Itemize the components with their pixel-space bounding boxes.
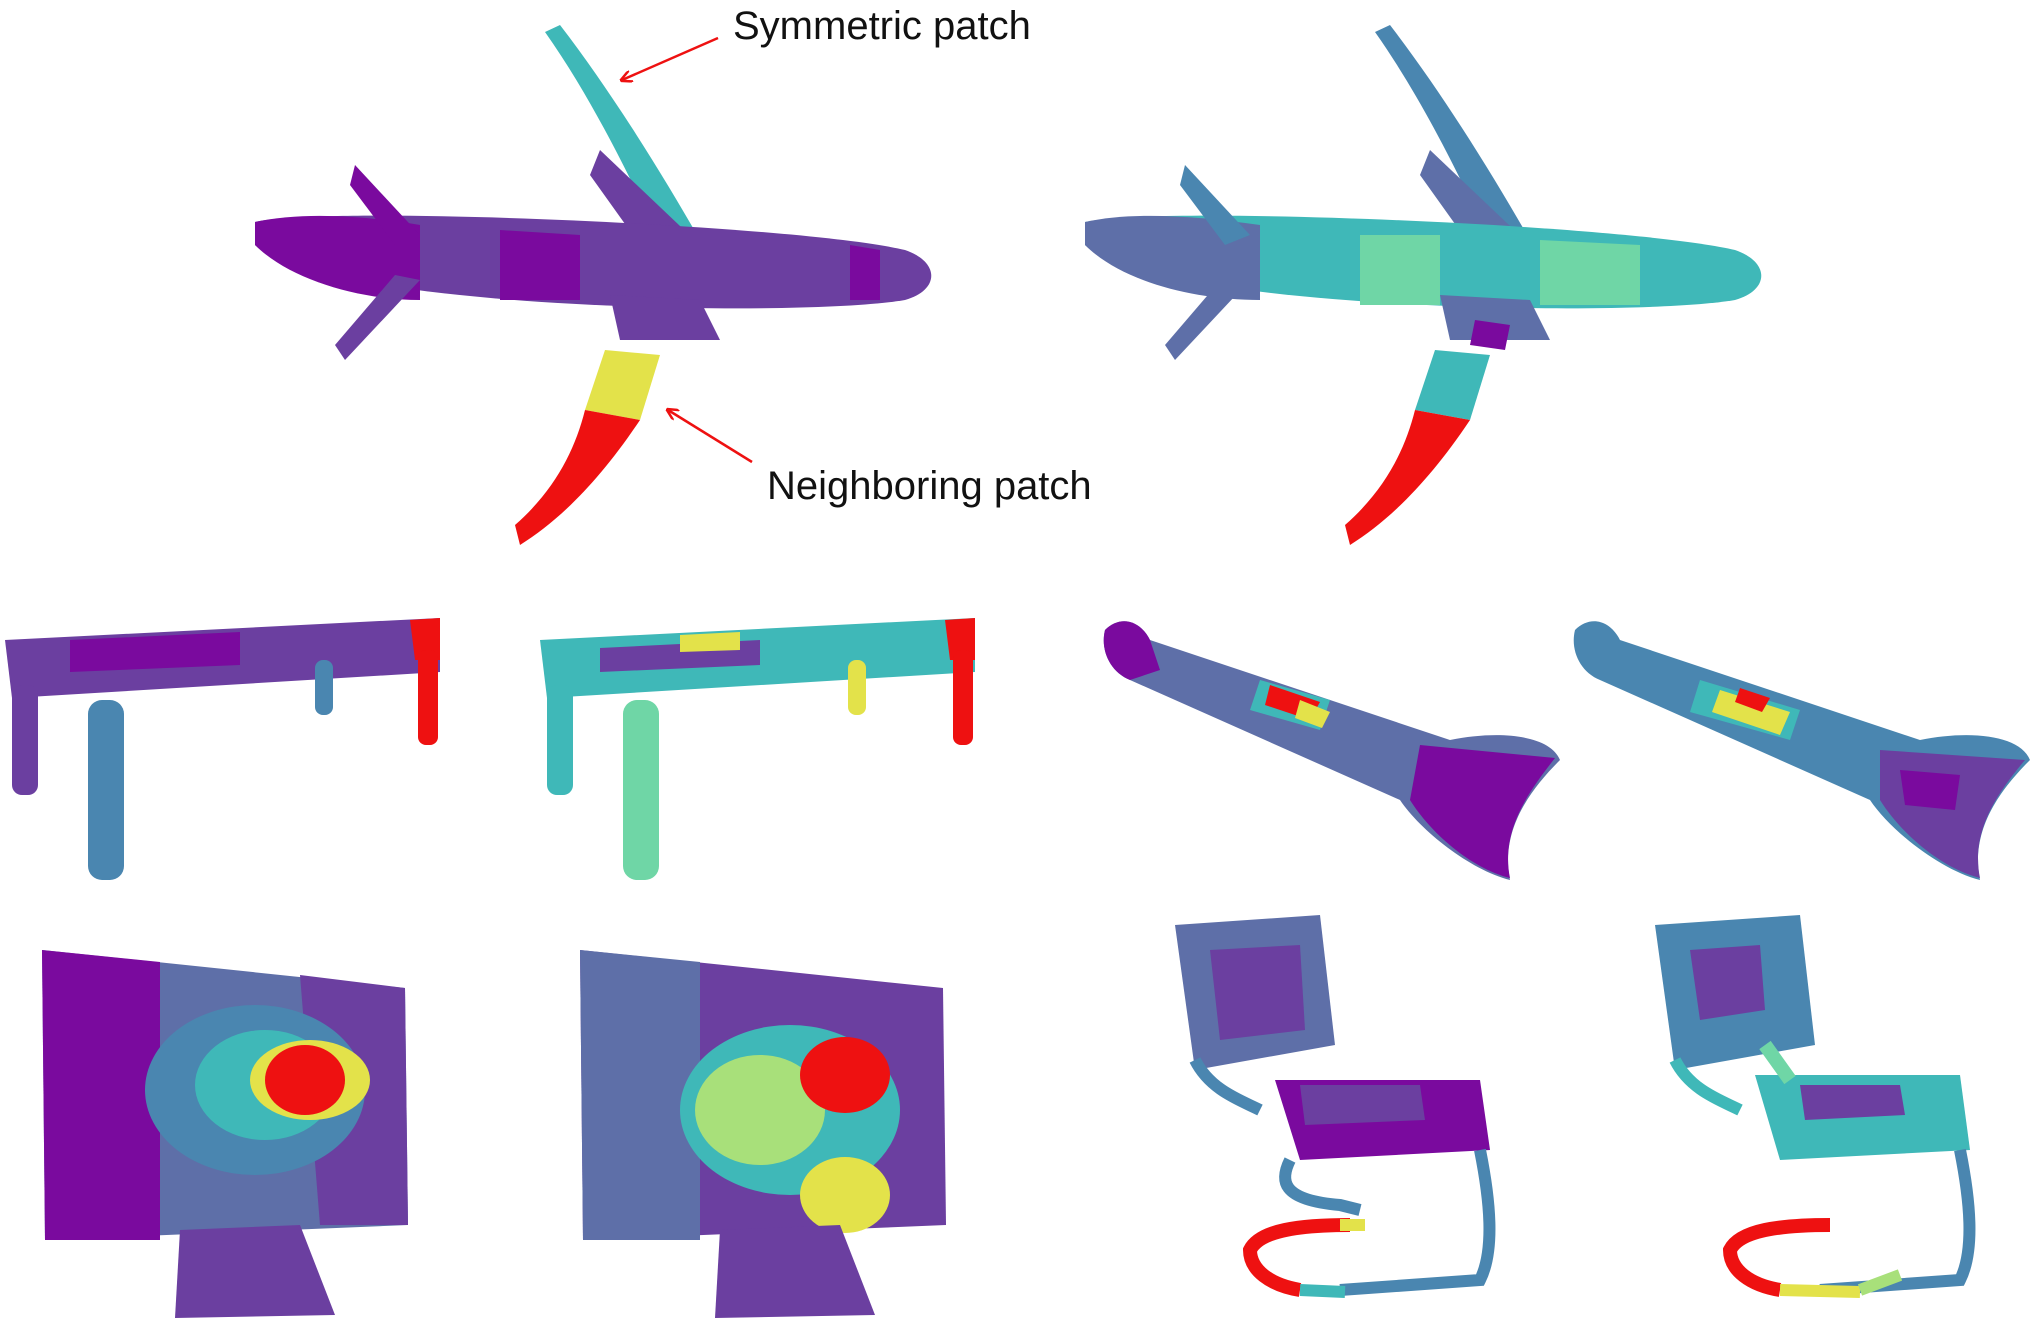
monitor-left <box>42 950 408 1318</box>
airplane-left <box>255 25 932 545</box>
table-left <box>5 618 440 880</box>
neighboring-patch-label: Neighboring patch <box>767 464 1092 508</box>
neighboring-patch-arrow <box>668 410 753 464</box>
monitor-right <box>580 950 946 1318</box>
chair-left <box>1175 915 1496 1298</box>
table-right <box>540 618 975 880</box>
chair-right <box>1655 915 1976 1298</box>
guitar-right <box>1573 621 2030 880</box>
airplane-right <box>1085 25 1762 545</box>
guitar-left <box>1103 621 1560 880</box>
symmetric-patch-arrow <box>622 36 719 80</box>
symmetric-patch-label: Symmetric patch <box>733 4 1031 48</box>
